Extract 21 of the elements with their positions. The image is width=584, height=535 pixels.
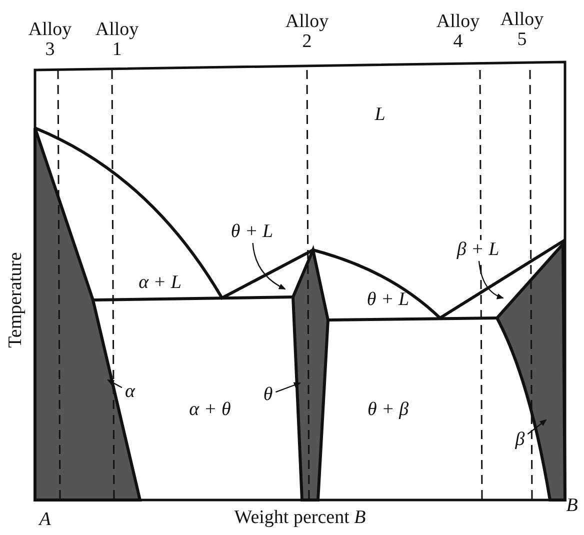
alloy-label: Alloy 3 (27, 20, 73, 60)
leader-line (107, 379, 122, 388)
leader-line (275, 382, 301, 393)
axis-title: Weight percent B (234, 508, 366, 528)
leader-line (478, 260, 504, 299)
region-label: L (374, 105, 386, 125)
axis-end-label: A (39, 510, 51, 530)
alloy-label: Alloy 5 (499, 10, 545, 50)
region-label: α + L (138, 273, 182, 293)
phase-label: β (513, 430, 527, 450)
axis-end-label: B (566, 496, 578, 516)
region-label: α + θ (189, 400, 231, 420)
region-label: θ + L (366, 290, 410, 310)
leader-line (527, 419, 547, 435)
axis-title: Temperature (6, 252, 26, 348)
region-label: θ + β (367, 400, 409, 420)
leader-line (252, 242, 286, 290)
alloy-label: Alloy 1 (94, 20, 140, 60)
alloy-label: Alloy 4 (435, 12, 481, 52)
alloy-label: Alloy 2 (284, 12, 330, 52)
phase-label: β + L (454, 240, 502, 260)
